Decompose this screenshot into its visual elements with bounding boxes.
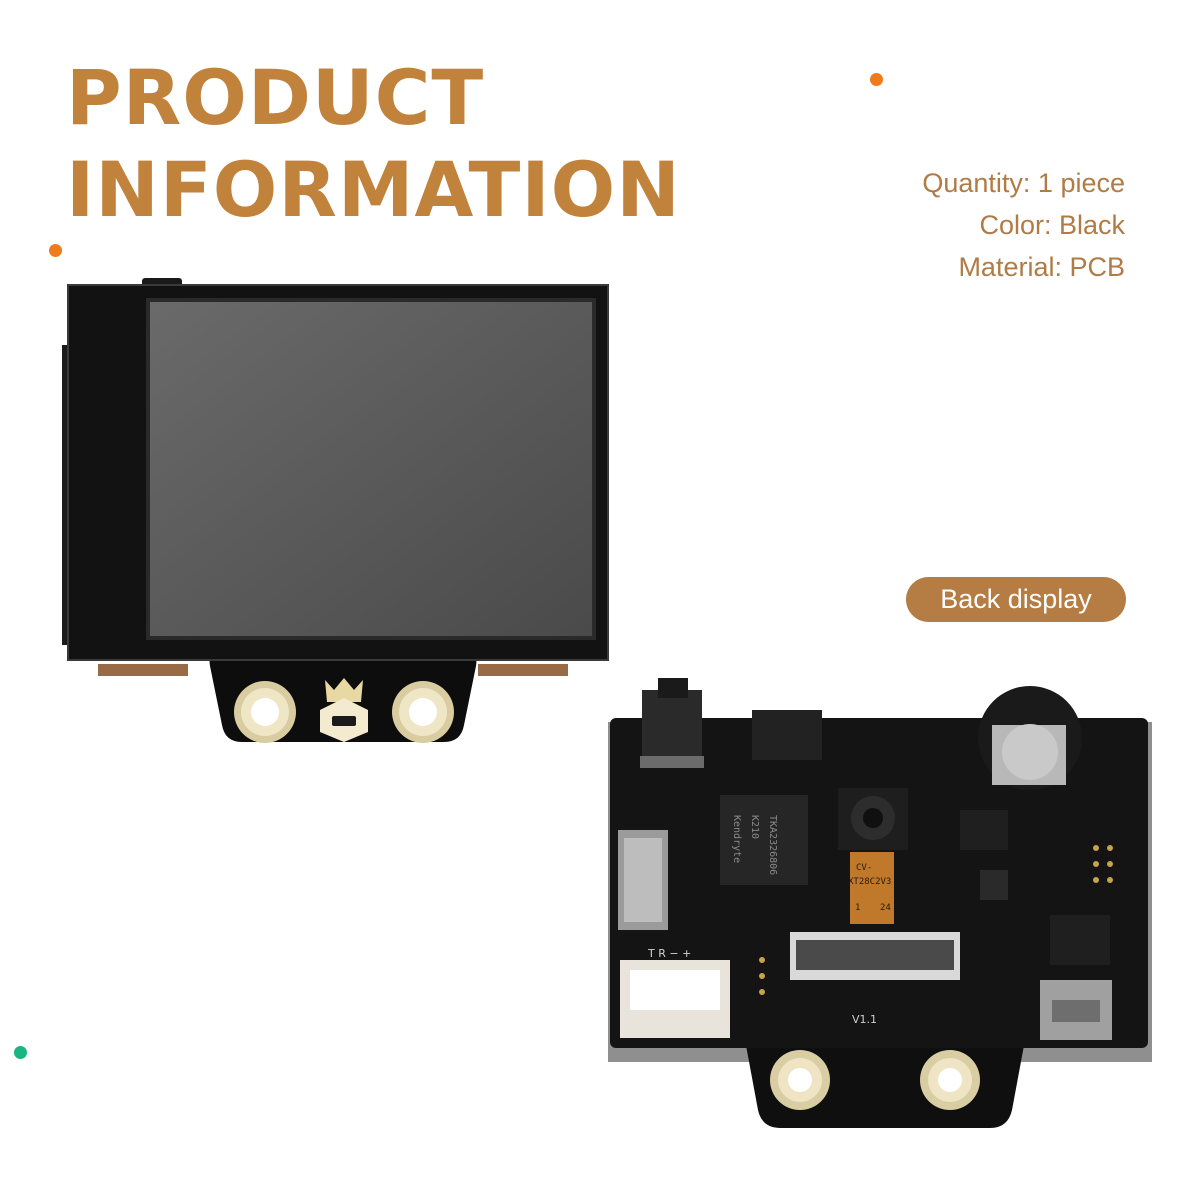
mount-hole-right <box>392 681 454 743</box>
camera-label: CV- <box>856 863 872 873</box>
button-icon <box>640 678 704 768</box>
camera-pin-label: 1 <box>855 903 860 913</box>
spec-material: Material: PCB <box>958 252 1125 282</box>
usb-port <box>1040 980 1112 1040</box>
spec-list: Quantity: 1 piece Color: Black Material:… <box>922 162 1125 288</box>
decorative-dot-orange <box>49 244 62 257</box>
title-line-information: INFORMATION <box>66 145 681 234</box>
decorative-dot-orange <box>870 73 883 86</box>
uart-label: T R − + <box>647 947 691 960</box>
title-line-product: PRODUCT <box>66 53 485 142</box>
back-display-badge: Back display <box>906 577 1126 622</box>
chip-label: TKA2326806 <box>767 815 778 875</box>
spec-color: Color: Black <box>979 210 1125 240</box>
mount-hole-right <box>920 1050 980 1110</box>
mount-hole-left <box>770 1050 830 1110</box>
front-display-image <box>62 278 609 743</box>
decorative-dot-green <box>14 1046 27 1059</box>
brand-logo-icon <box>320 678 368 742</box>
uart-connector: T R − + <box>620 947 730 1038</box>
battery-holder <box>978 686 1082 790</box>
k210-chip: Kendryte K210 TKA2326806 <box>720 795 808 885</box>
chip-label: K210 <box>749 815 760 839</box>
page-title: PRODUCT INFORMATION <box>66 52 681 236</box>
camera-label: XT28C2V3 <box>848 877 891 887</box>
camera-pin-label: 24 <box>880 903 891 913</box>
version-label: V1.1 <box>852 1013 877 1026</box>
chip-label: Kendryte <box>731 815 742 863</box>
spec-quantity: Quantity: 1 piece <box>922 168 1125 198</box>
mount-hole-left <box>234 681 296 743</box>
pcb-back-image: Kendryte K210 TKA2326806 CV- XT28C2V3 1 … <box>608 678 1152 1128</box>
camera-module: CV- XT28C2V3 1 24 <box>838 788 908 924</box>
